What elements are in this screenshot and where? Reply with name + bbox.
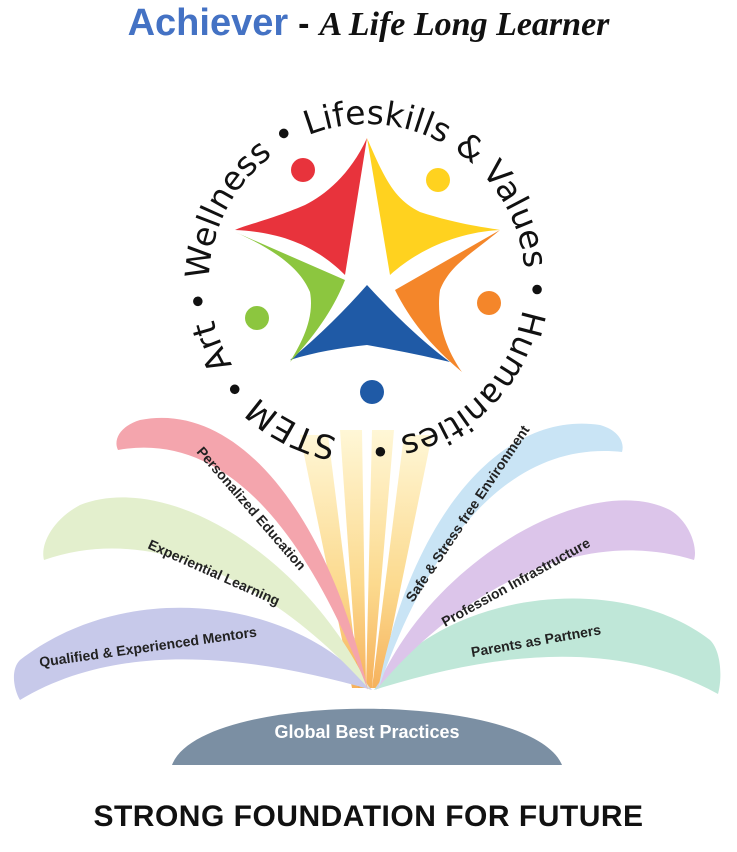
- base-dome: [172, 708, 562, 765]
- ring-text: STEM • Art • Wellness • Lifeskills & Val…: [177, 93, 556, 471]
- star-logo: [235, 138, 501, 404]
- light-rays: [300, 430, 432, 688]
- light-ray: [366, 430, 394, 688]
- star-dot-blue: [360, 380, 384, 404]
- petal-personalized: [116, 417, 368, 690]
- star-dot-red: [291, 158, 315, 182]
- star-arm-right-bottom: [395, 230, 500, 372]
- ring-text-path: STEM • Art • Wellness • Lifeskills & Val…: [177, 93, 556, 471]
- petal-parents: [374, 598, 721, 694]
- petal-experiential: [43, 497, 370, 690]
- petal-infrastructure: [376, 500, 695, 690]
- light-ray: [372, 435, 432, 688]
- star-arm-bottom: [290, 285, 450, 362]
- fan-right: [374, 423, 721, 694]
- title-main: Achiever: [127, 2, 289, 44]
- star-dot-yellow: [426, 168, 450, 192]
- title-subtitle: A Life Long Learner: [319, 6, 610, 43]
- fan-left: [13, 417, 372, 700]
- footer-tagline: STRONG FOUNDATION FOR FUTURE: [93, 800, 644, 833]
- star-arm-right-top: [367, 138, 500, 275]
- petal-mentors: [13, 607, 372, 700]
- star-arm-left: [235, 232, 345, 362]
- page-title: Achiever-A Life Long Learner: [0, 2, 737, 45]
- petal-safe: [378, 423, 623, 690]
- title-separator: -: [298, 5, 310, 43]
- star-dot-orange: [477, 291, 501, 315]
- star-dot-green: [245, 306, 269, 330]
- base-label: Global Best Practices: [274, 722, 459, 742]
- star-arm-top: [235, 138, 367, 275]
- light-ray: [340, 430, 366, 688]
